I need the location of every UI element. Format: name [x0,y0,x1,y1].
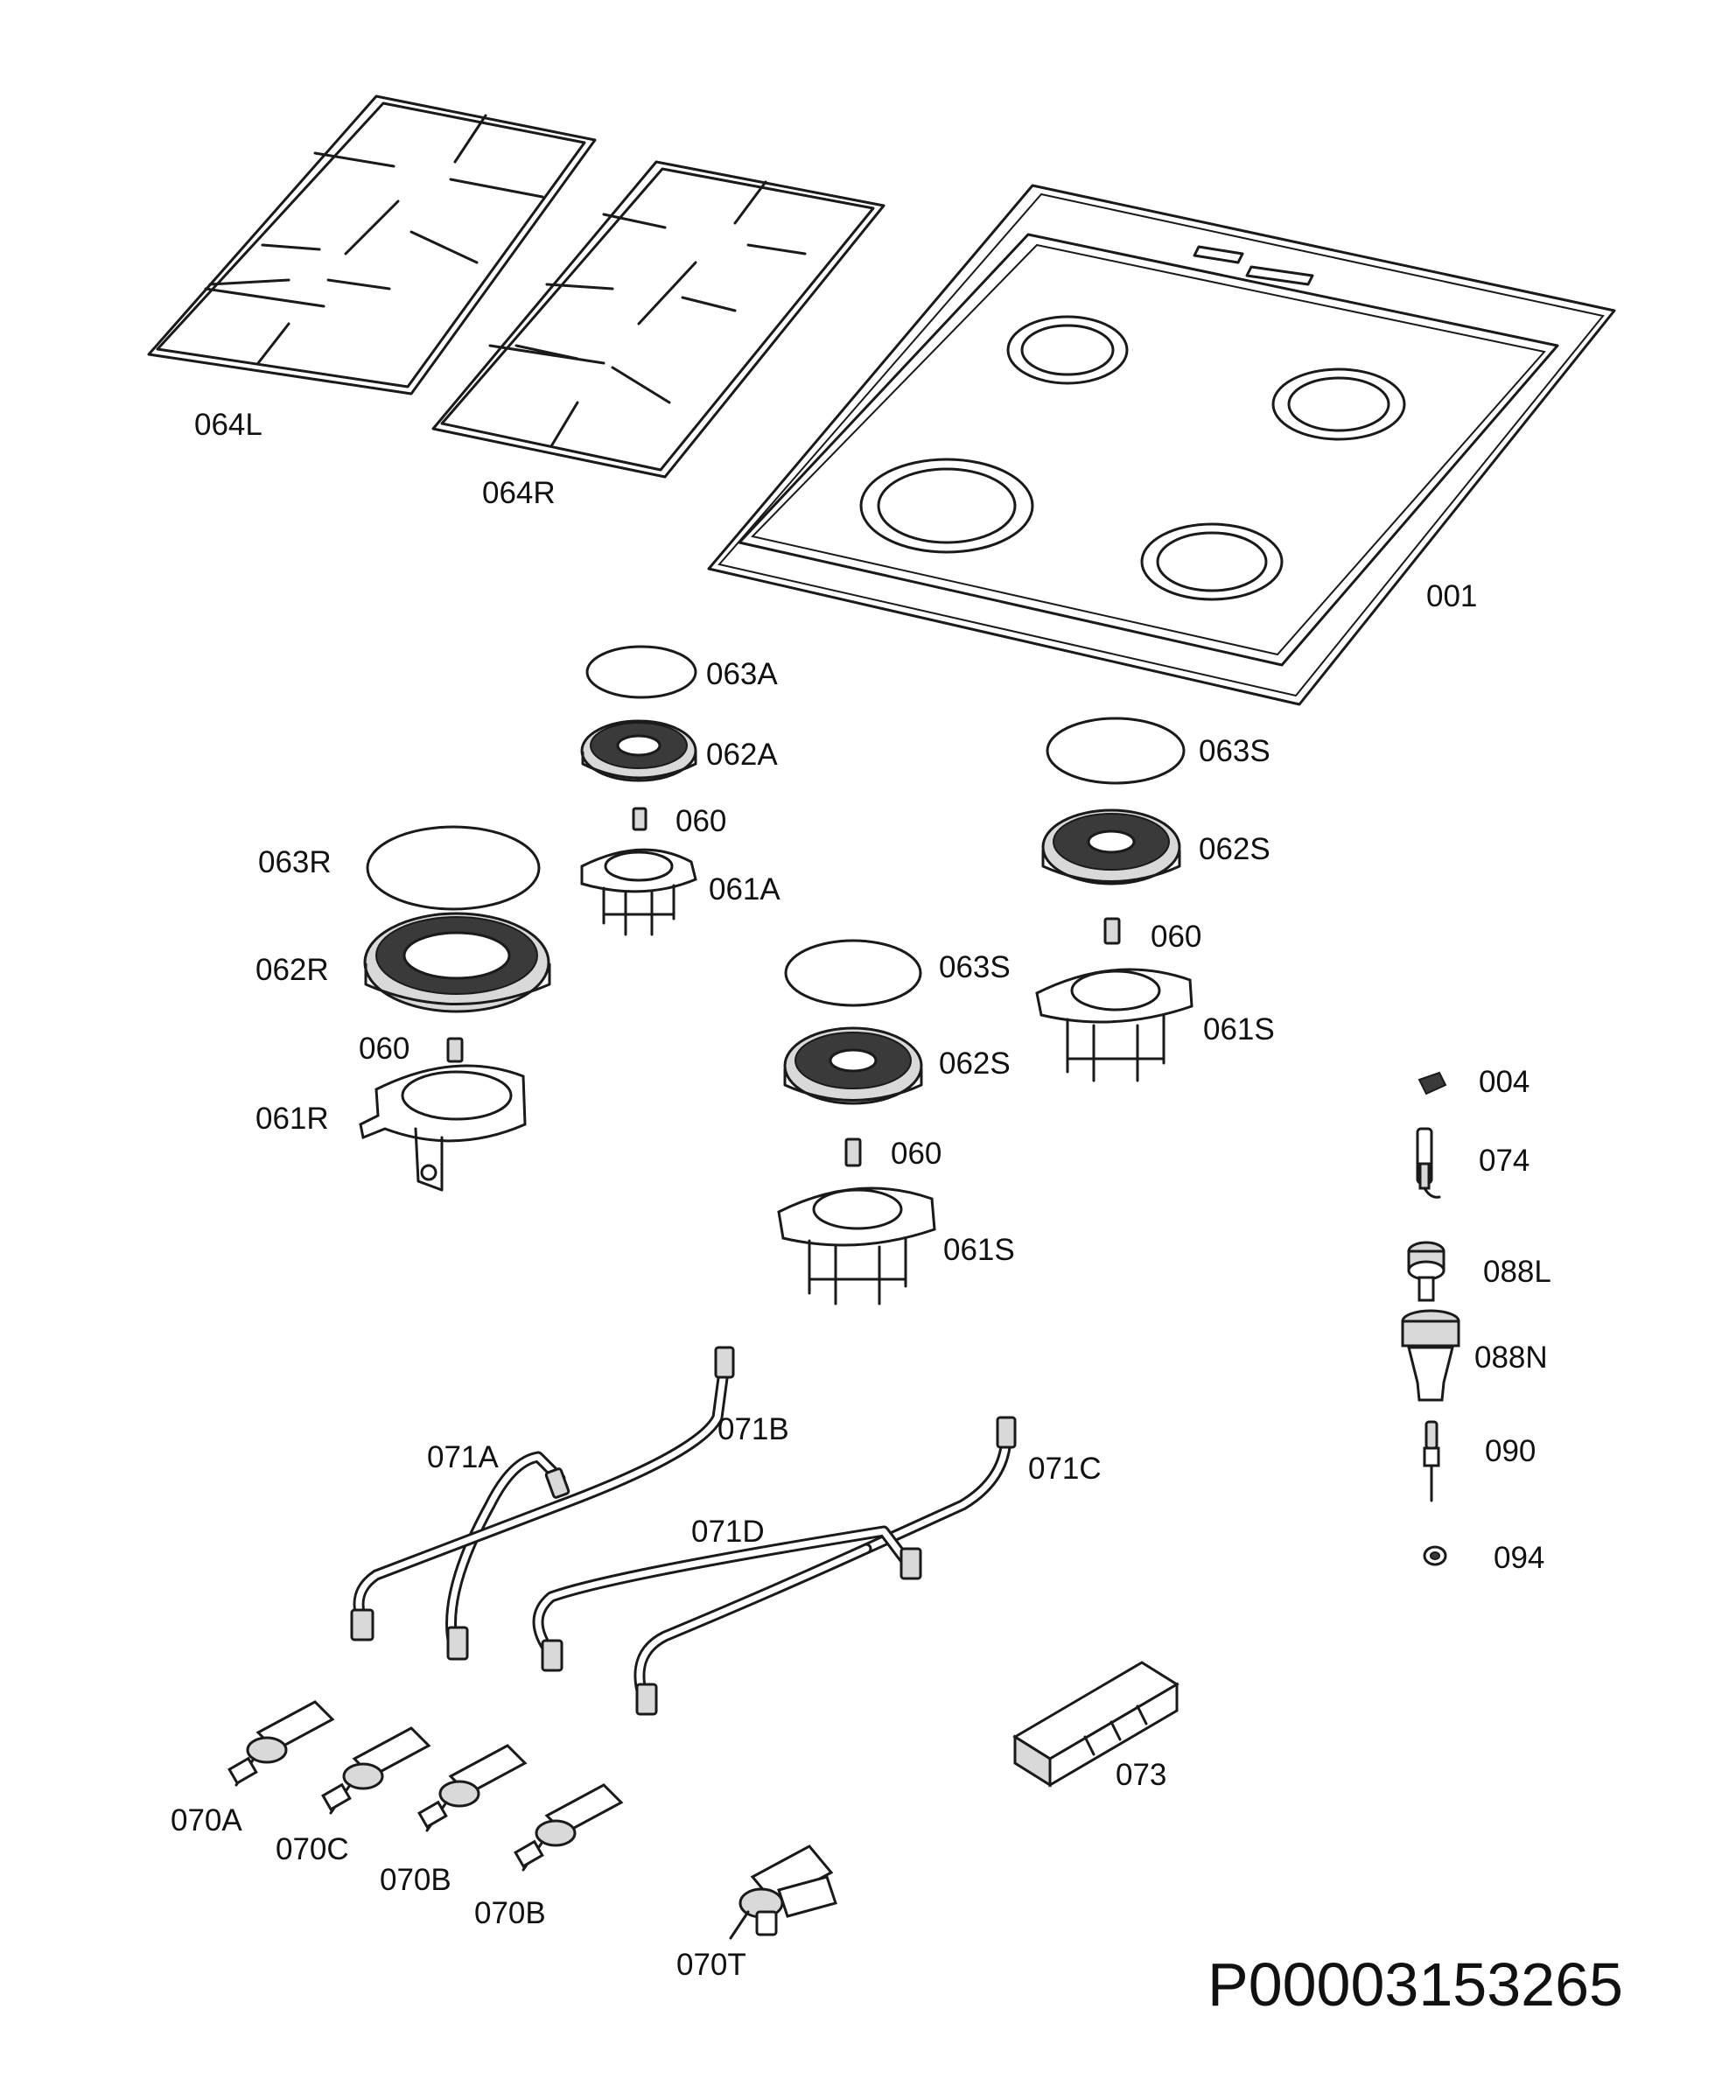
gas-valve-070C [321,1726,431,1815]
gas-valve-070B-b [514,1783,624,1872]
gas-valve-070A [228,1700,335,1787]
label-074: 074 [1479,1144,1530,1178]
clip-004 [1418,1071,1447,1096]
label-062S-b: 062S [939,1046,1011,1081]
burner-crown-062S-b [783,1026,923,1105]
burner-crown-062R [363,912,551,1013]
label-070A: 070A [171,1803,242,1838]
label-061A: 061A [709,872,780,906]
label-094: 094 [1494,1541,1544,1575]
injector-060-b [1103,917,1121,945]
label-070T: 070T [676,1948,746,1982]
injector-060-c [446,1037,464,1063]
label-061S-b: 061S [943,1233,1015,1267]
knob-088L [1407,1241,1446,1302]
gas-pipe-071A [445,1451,570,1661]
injector-060-d [844,1138,862,1167]
label-071C: 071C [1028,1452,1102,1486]
label-088L: 088L [1483,1255,1551,1289]
burner-cap-063S-b [784,939,922,1007]
label-004: 004 [1479,1065,1530,1099]
gas-pipe-071D [532,1525,922,1716]
burner-base-061S-a [1035,968,1194,1082]
label-063S-a: 063S [1199,734,1270,768]
label-060-d: 060 [891,1137,942,1171]
label-001: 001 [1426,579,1477,613]
label-063S-b: 063S [939,950,1011,984]
label-073: 073 [1116,1758,1166,1792]
label-088N: 088N [1474,1340,1548,1375]
label-070C: 070C [276,1832,349,1866]
label-090: 090 [1485,1434,1536,1468]
burner-cap-063R [366,825,541,911]
injector-060-a [632,807,648,831]
label-060-b: 060 [1151,920,1201,954]
pan-support-064R [431,160,886,479]
burner-base-061R [359,1064,527,1192]
burner-cap-063A [585,645,697,699]
label-070B-b: 070B [474,1896,546,1930]
hob-top-001 [707,184,1616,706]
gas-valve-070T [729,1844,837,1940]
label-063R: 063R [258,845,332,879]
gas-valve-070B-a [417,1744,528,1832]
label-060-a: 060 [676,804,726,838]
label-061S-a: 061S [1203,1012,1275,1046]
ignition-module-073 [1012,1661,1180,1788]
label-063A: 063A [706,657,778,691]
burner-crown-062A [580,719,697,782]
label-061R: 061R [256,1102,329,1136]
pan-support-064L [147,94,597,396]
ignition-plug-074 [1416,1127,1441,1199]
label-062R: 062R [256,953,329,987]
label-070B-a: 070B [380,1863,452,1897]
label-060-c: 060 [359,1032,410,1066]
washer-094 [1423,1545,1447,1566]
burner-base-061S-b [777,1186,936,1306]
drawing-id: P00003153265 [1208,1950,1623,2019]
label-064R: 064R [482,476,556,510]
thermocouple-090 [1423,1420,1440,1502]
label-071B: 071B [718,1412,789,1446]
gas-pipe-071C [860,1416,1017,1555]
label-062S-a: 062S [1199,832,1270,866]
gas-pipe-071B [350,1346,735,1642]
burner-base-061A [580,848,697,936]
burner-cap-063S-a [1046,717,1186,785]
burner-crown-062S-a [1041,808,1181,886]
label-071A: 071A [427,1440,499,1474]
label-062A: 062A [706,738,778,772]
label-071D: 071D [691,1515,765,1549]
label-064L: 064L [194,408,262,442]
knob-088N [1401,1309,1460,1402]
